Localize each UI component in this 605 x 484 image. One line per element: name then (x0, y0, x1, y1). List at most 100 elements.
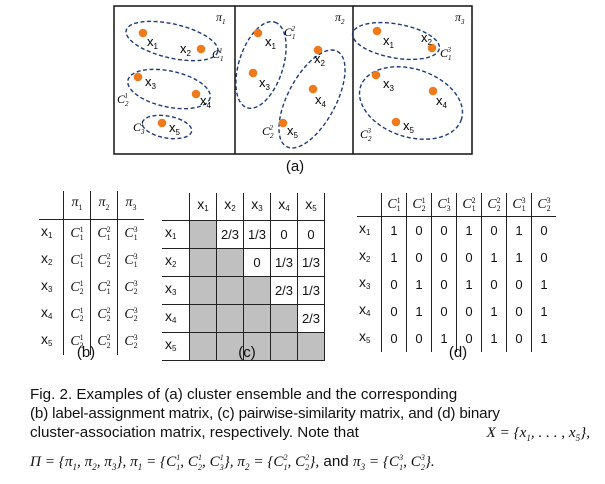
row-header: x3 (39, 273, 64, 301)
data-point (191, 89, 201, 99)
association-cell: 1 (381, 216, 407, 244)
row-header: x5 (357, 325, 382, 352)
similarity-cell: 2/3 (216, 220, 244, 249)
row-header: x1 (357, 216, 382, 244)
row-header: x2 (39, 246, 64, 274)
row-header: x3 (357, 271, 382, 298)
cluster-label-c2-1: C21 (117, 92, 129, 108)
data-point (308, 84, 318, 94)
point-label-x4: x4 (200, 93, 212, 110)
row-header: x3 (162, 276, 190, 305)
row-label-x1: x1 (197, 196, 209, 213)
association-cell: 1 (531, 271, 556, 298)
association-cell: 0 (431, 216, 457, 244)
data-point (196, 44, 206, 54)
association-cell: 1 (481, 325, 507, 352)
cluster-label-c3-1: C31 (133, 120, 145, 136)
row-header: x4 (357, 298, 382, 325)
association-cell: 1 (456, 271, 482, 298)
association-cell: 1 (531, 325, 556, 352)
row-header: x5 (39, 327, 64, 355)
cluster-label-c2-3: C23 (360, 127, 372, 143)
association-cell: 0 (531, 244, 556, 271)
shaded-cell (216, 332, 244, 361)
association-cell: 0 (456, 298, 482, 325)
row-label-x1: x1 (165, 224, 177, 241)
column-header: x1 (189, 193, 217, 221)
point-label-x2: x2 (314, 51, 326, 68)
data-point (427, 43, 437, 53)
association-cell: 0 (481, 216, 507, 244)
cluster-ellipse-c2-3 (358, 66, 464, 140)
row-label-x2: x2 (359, 247, 371, 264)
association-cell: 1 (531, 298, 556, 325)
row-label-x2: x2 (165, 252, 177, 269)
caption-math-x-set: X = {x1, . . . , x5}, (486, 424, 590, 444)
similarity-cell: 1/3 (297, 276, 325, 305)
association-cell: 0 (381, 325, 407, 352)
point-label-x1: x1 (383, 33, 395, 50)
caption-line-4: Π = {π1, π2, π3}, π1 = {C11, C12, C13}, … (30, 448, 590, 477)
similarity-cell: 0 (297, 220, 325, 249)
cluster-ellipse-c2-2 (278, 49, 346, 149)
point-label-x3: x3 (259, 75, 271, 92)
data-point (133, 72, 143, 82)
partition-pi3: x1 x2 x3 x4 x5 C13 C23 π3 (351, 10, 465, 143)
shaded-cell (189, 304, 217, 333)
caption-c: (c) (238, 344, 256, 361)
column-header: π2 (90, 191, 118, 220)
row-label-x5: x5 (41, 330, 53, 348)
similarity-cell: 2/3 (297, 304, 325, 333)
row-label-x4: x4 (278, 196, 290, 213)
row-header: x2 (357, 244, 382, 271)
point-label-x2: x2 (180, 41, 192, 58)
partition-pi2: x1 x2 x3 x4 x5 C12 C22 π2 (235, 10, 346, 149)
association-cell: 0 (431, 244, 457, 271)
association-cell: 1 (406, 298, 432, 325)
row-label-x3: x3 (251, 196, 263, 213)
shaded-cell (270, 304, 298, 333)
similarity-cell: 1/3 (270, 248, 298, 277)
data-point (313, 45, 323, 55)
cluster-label-c1-1: C11 (212, 47, 223, 63)
similarity-cell: 2/3 (270, 276, 298, 305)
row-label-x1: x1 (41, 222, 53, 240)
association-cell: 1 (381, 244, 407, 271)
point-label-x5: x5 (169, 120, 181, 137)
row-label-x2: x2 (41, 249, 53, 267)
shaded-cell (189, 332, 217, 361)
cluster-label-c1-3: C13 (440, 46, 452, 62)
point-label-x4: x4 (436, 93, 448, 110)
association-cell: 1 (506, 244, 532, 271)
row-header: x4 (162, 304, 190, 333)
row-label-x1: x1 (359, 220, 371, 237)
association-cell: 0 (531, 216, 556, 244)
data-point (372, 26, 382, 36)
data-point (253, 28, 263, 38)
similarity-cell: 1/3 (297, 248, 325, 277)
association-cell: 0 (431, 298, 457, 325)
